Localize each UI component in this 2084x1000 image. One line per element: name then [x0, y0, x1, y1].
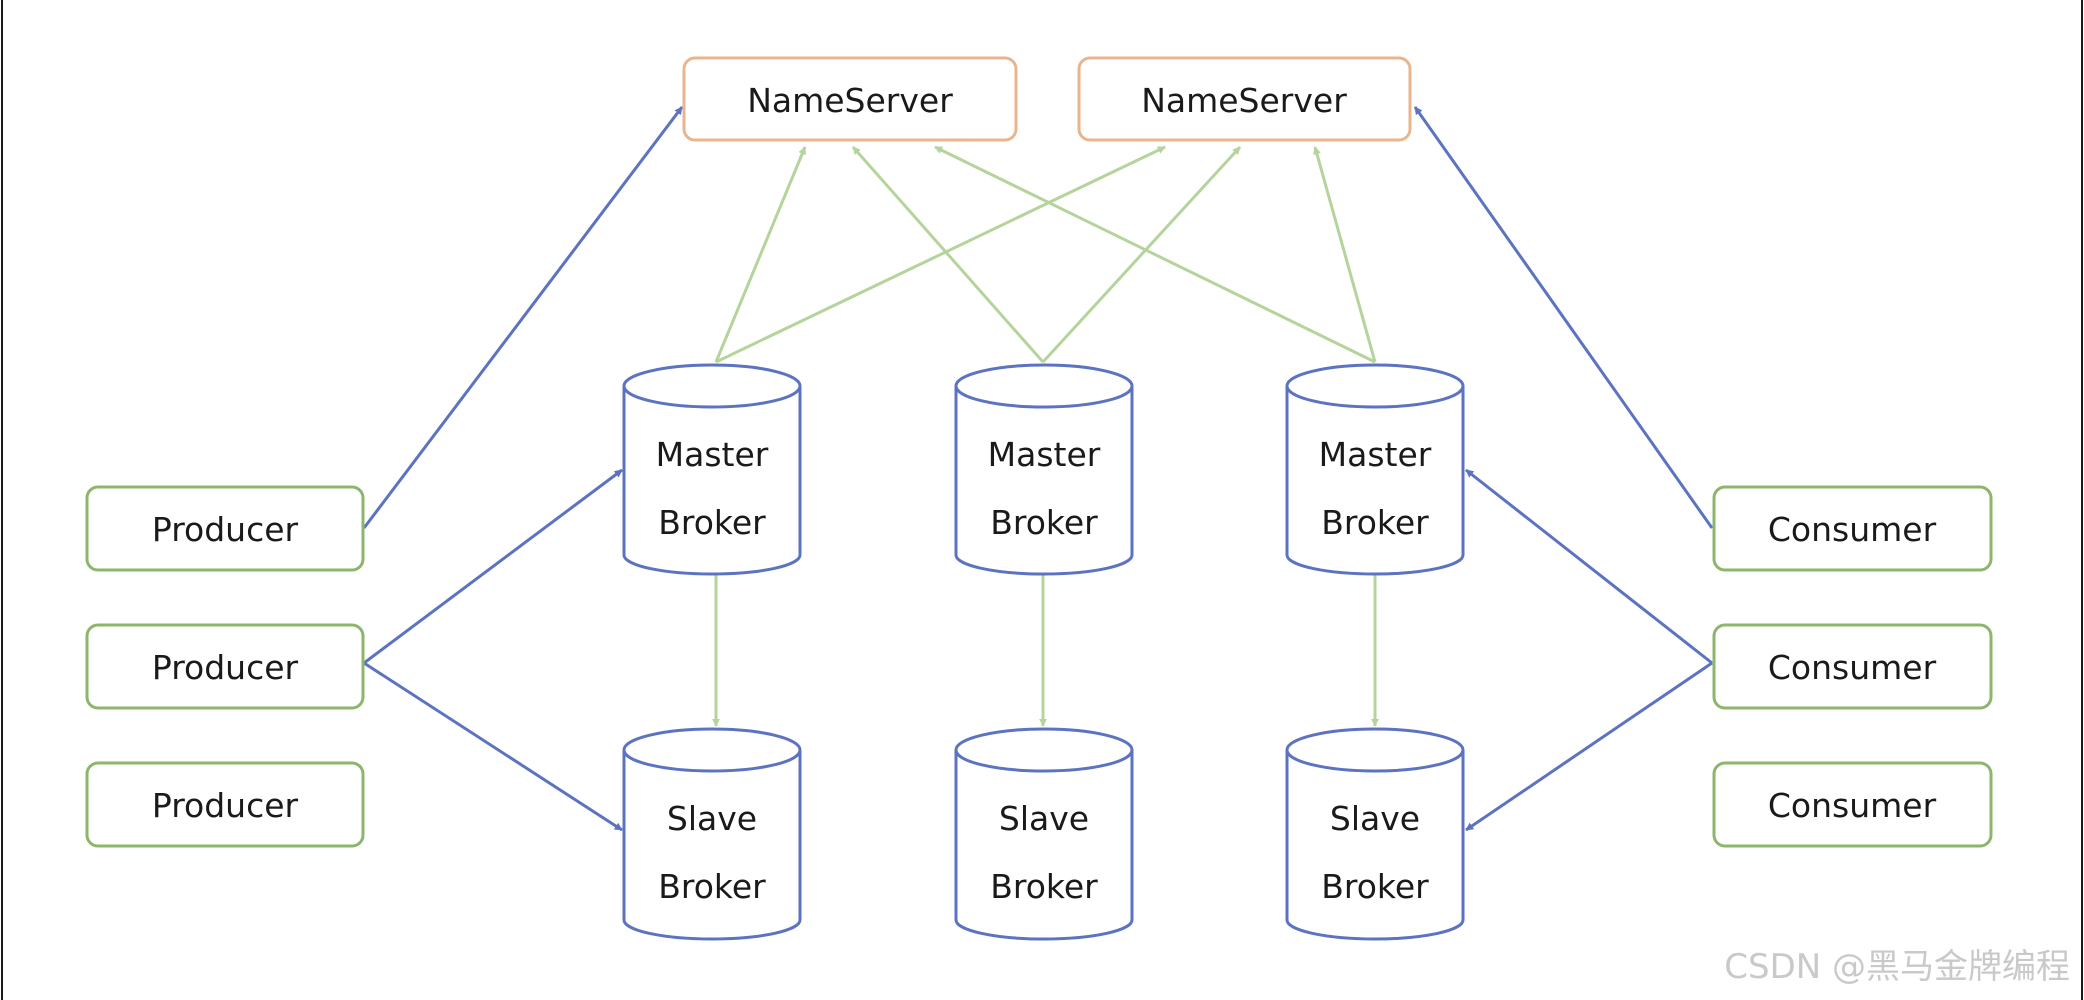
nameserver-node: NameServer: [682, 56, 1018, 142]
green-connectors: [712, 145, 1379, 727]
master-broker-label-line2: Broker: [658, 503, 766, 542]
consumer-label: Consumer: [1768, 510, 1937, 549]
slave-broker-label-line2: Broker: [658, 867, 766, 906]
p2-to-m1-arrow: [363, 468, 623, 665]
blue-connectors: [362, 106, 1714, 832]
producer-node: Producer: [85, 623, 365, 710]
nameserver-label: NameServer: [1141, 81, 1347, 120]
master-broker-label-line2: Broker: [1321, 503, 1429, 542]
nameserver-label: NameServer: [747, 81, 953, 120]
master-broker-label-line2: Broker: [990, 503, 1098, 542]
c2-to-m3-arrow: [1465, 468, 1713, 665]
producer-label: Producer: [152, 510, 299, 549]
master-broker-node: Master Broker: [1285, 363, 1465, 576]
m2-to-ns1-arrow: [851, 146, 1045, 363]
c1-to-ns2-arrow: [1413, 106, 1714, 529]
consumer-label: Consumer: [1768, 648, 1937, 687]
watermark-text: CSDN @黑马金牌编程: [1724, 947, 2070, 987]
slave-broker-node: Slave Broker: [1285, 727, 1465, 941]
slave-broker-label-line1: Slave: [999, 799, 1089, 838]
m1-to-ns2-arrow: [715, 145, 1166, 364]
master-broker-label-line1: Master: [656, 435, 769, 474]
master-broker-node: Master Broker: [954, 363, 1134, 576]
slave-broker-label-line2: Broker: [1321, 867, 1429, 906]
producer-node: Producer: [85, 485, 365, 572]
consumer-label: Consumer: [1768, 786, 1937, 825]
producer-node: Producer: [85, 761, 365, 848]
m3-to-ns1-arrow: [934, 145, 1376, 364]
p2-to-s1-arrow: [363, 661, 623, 832]
slave-broker-node: Slave Broker: [622, 727, 802, 941]
p1-to-ns1-arrow: [362, 106, 684, 529]
m1-to-ns1-arrow: [714, 146, 807, 363]
producer-label: Producer: [152, 648, 299, 687]
master-broker-label-line1: Master: [988, 435, 1101, 474]
slave-broker-label-line1: Slave: [667, 799, 757, 838]
consumer-node: Consumer: [1712, 485, 1993, 572]
master-broker-label-line1: Master: [1319, 435, 1432, 474]
consumer-node: Consumer: [1712, 761, 1993, 848]
slave-broker-node: Slave Broker: [954, 727, 1134, 941]
m3-to-ns2-arrow: [1313, 146, 1377, 363]
m2-to-ns2-arrow: [1041, 145, 1242, 364]
consumer-node: Consumer: [1712, 623, 1993, 710]
c2-to-s3-arrow: [1465, 661, 1713, 832]
nameserver-node: NameServer: [1077, 56, 1412, 142]
producer-label: Producer: [152, 786, 299, 825]
slave-broker-label-line2: Broker: [990, 867, 1098, 906]
master-broker-node: Master Broker: [622, 363, 802, 576]
slave-broker-label-line1: Slave: [1330, 799, 1420, 838]
